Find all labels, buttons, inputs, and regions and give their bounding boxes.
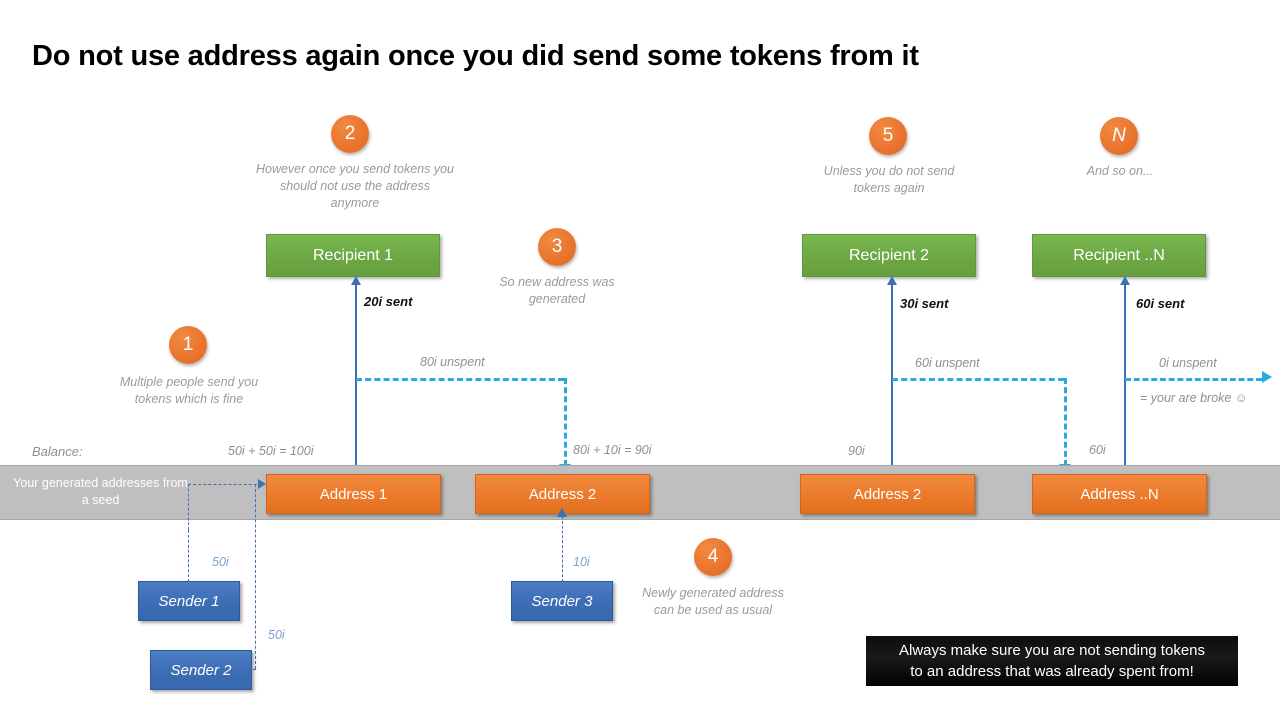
address-box-n[interactable]: Address ..N (1032, 474, 1207, 514)
balance-value-4: 60i (1089, 443, 1106, 457)
recipient-box-1[interactable]: Recipient 1 (266, 234, 440, 277)
sender-box-1[interactable]: Sender 1 (138, 581, 240, 621)
unspent-label-60i: 60i unspent (915, 356, 980, 370)
warning-line-2: to an address that was already spent fro… (910, 663, 1194, 680)
unspent-path-60i-vertical (1064, 378, 1067, 466)
address-box-1[interactable]: Address 1 (266, 474, 441, 514)
callout-marker-4: 4 (694, 538, 732, 576)
arrow-head-recipient2 (887, 276, 897, 285)
sent-label-recipientn: 60i sent (1136, 296, 1185, 311)
sender1-connector-horizontal (188, 484, 262, 485)
balance-value-1: 50i + 50i = 100i (228, 444, 314, 458)
arrow-head-recipient1 (351, 276, 361, 285)
warning-banner: Always make sure you are not sending tok… (866, 636, 1238, 686)
sender-box-2[interactable]: Sender 2 (150, 650, 252, 690)
sent-label-recipient2: 30i sent (900, 296, 949, 311)
callout-marker-1: 1 (169, 326, 207, 364)
recipient-box-n[interactable]: Recipient ..N (1032, 234, 1206, 277)
callout-text-3: So new address was generated (499, 275, 615, 306)
balance-label: Balance: (32, 444, 83, 459)
unspent-path-80i-horizontal (356, 378, 564, 381)
arrow-head-address1-inbound (258, 479, 266, 489)
unspent-label-0i: 0i unspent (1159, 356, 1217, 370)
sender-box-3[interactable]: Sender 3 (511, 581, 613, 621)
arrow-head-recipientn (1120, 276, 1130, 285)
callout-marker-5: 5 (869, 117, 907, 155)
sender2-amount-label: 50i (268, 628, 285, 642)
sender3-amount-label: 10i (573, 555, 590, 569)
sender2-connector-vertical (255, 484, 256, 669)
sender1-connector-vertical (188, 530, 189, 582)
sender1-connector-riser (188, 484, 189, 530)
band-label: Your generated addresses from a seed (13, 476, 188, 507)
arrow-head-unspent-0i (1262, 371, 1272, 383)
sent-label-recipient1: 20i sent (364, 294, 413, 309)
warning-line-1: Always make sure you are not sending tok… (899, 642, 1205, 659)
callout-marker-2: 2 (331, 115, 369, 153)
unspent-note-broke: = your are broke ☺ (1140, 391, 1248, 405)
callout-marker-n: N (1100, 117, 1138, 155)
flow-line-address1-recipient1 (355, 285, 357, 480)
callout-text-4: Newly generated address can be used as u… (642, 586, 784, 617)
unspent-path-80i-vertical (564, 378, 567, 466)
callout-marker-3: 3 (538, 228, 576, 266)
unspent-path-0i-horizontal (1125, 378, 1262, 381)
callout-text-1: Multiple people send you tokens which is… (119, 375, 259, 406)
sender3-connector-vertical (562, 516, 563, 582)
page-title: Do not use address again once you did se… (32, 40, 919, 72)
recipient-box-2[interactable]: Recipient 2 (802, 234, 976, 277)
unspent-label-80i: 80i unspent (420, 355, 485, 369)
callout-text-2: However once you send tokens you should … (255, 162, 455, 210)
callout-text-n: And so on... (1086, 164, 1154, 178)
sender1-amount-label: 50i (212, 555, 229, 569)
flow-line-addressn-recipientn (1124, 285, 1126, 480)
balance-value-3: 90i (848, 444, 865, 458)
unspent-path-60i-horizontal (892, 378, 1064, 381)
address-box-3[interactable]: Address 2 (800, 474, 975, 514)
arrow-head-address2-inbound (557, 508, 567, 517)
balance-value-2: 80i + 10i = 90i (573, 443, 652, 457)
address-box-2[interactable]: Address 2 (475, 474, 650, 514)
callout-text-5: Unless you do not send tokens again (823, 164, 955, 195)
flow-line-address3-recipient2 (891, 285, 893, 480)
